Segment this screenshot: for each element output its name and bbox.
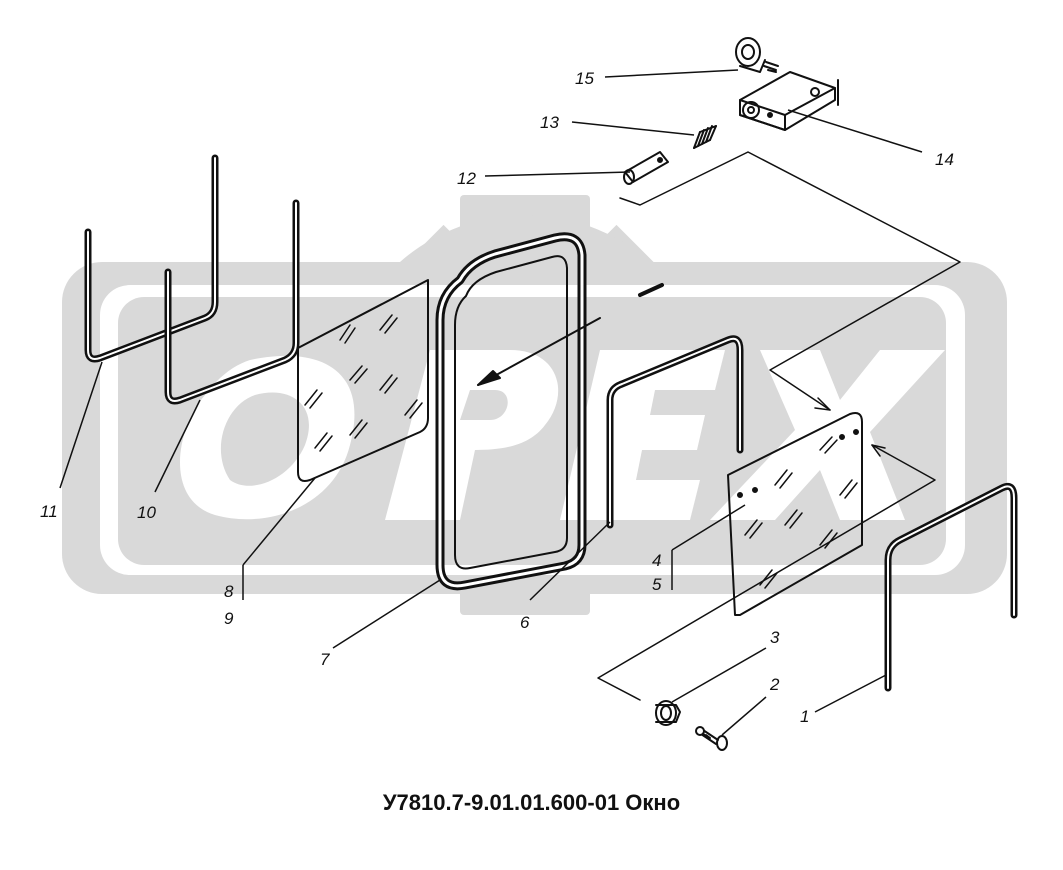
leader-12 — [484, 171, 631, 177]
leader-1 — [814, 674, 887, 713]
part-2-screw — [695, 726, 728, 751]
leader-7 — [332, 579, 441, 649]
callout-10: 10 — [137, 503, 156, 522]
callout-14: 14 — [935, 150, 954, 169]
callout-labels: 1 2 3 4 5 6 7 8 9 10 11 12 13 14 15 — [40, 69, 954, 726]
diagram-title: У7810.7-9.01.01.600-01 Окно — [382, 790, 681, 815]
leader-11 — [59, 361, 103, 489]
part-8-glass-pane — [297, 279, 429, 482]
part-3-washer — [655, 700, 681, 726]
callout-3: 3 — [770, 628, 780, 647]
part-6-seal-profile — [606, 335, 744, 529]
part-15-knob — [735, 37, 779, 73]
callout-9: 9 — [224, 609, 234, 628]
callout-15: 15 — [575, 69, 594, 88]
part-7-window-seal-frame — [435, 232, 587, 591]
insertion-arrow — [477, 283, 664, 386]
callout-13: 13 — [540, 113, 559, 132]
callout-5: 5 — [652, 575, 662, 594]
watermark-logo — [62, 195, 1007, 615]
leader-10 — [154, 399, 201, 493]
callout-8: 8 — [224, 582, 234, 601]
leader-2 — [721, 696, 767, 736]
callout-4: 4 — [652, 551, 661, 570]
part-11-seal-profile — [84, 154, 219, 363]
leader-15 — [604, 69, 739, 78]
part-4-sliding-glass — [727, 412, 863, 616]
part-14-latch-body — [739, 71, 839, 131]
leader-8 — [242, 477, 316, 566]
part-1-seal-profile — [884, 482, 1018, 692]
part-10-seal-profile — [164, 199, 300, 405]
part-12-pin — [623, 151, 669, 185]
assembly-guide-lines — [597, 151, 961, 701]
callout-1: 1 — [800, 707, 809, 726]
leader-4 — [671, 504, 746, 551]
part-13-spring — [693, 125, 717, 149]
leader-6 — [529, 521, 611, 601]
callout-11: 11 — [40, 502, 58, 521]
leader-13 — [571, 121, 695, 136]
leader-lines — [59, 69, 923, 736]
callout-2: 2 — [769, 675, 780, 694]
leader-3 — [671, 647, 767, 703]
callout-12: 12 — [457, 169, 476, 188]
leader-14 — [787, 109, 923, 153]
callout-7: 7 — [320, 650, 330, 669]
callout-6: 6 — [520, 613, 530, 632]
